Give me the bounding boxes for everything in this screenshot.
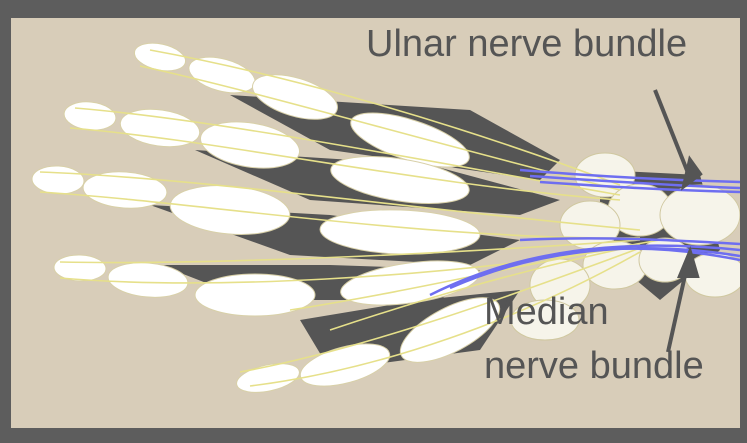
median-nerve-label-line1: Median: [484, 292, 609, 332]
ulnar-pointer-line: [655, 90, 690, 178]
median-nerve-label-line2: nerve bundle: [484, 346, 704, 386]
ulnar-nerve-label: Ulnar nerve bundle: [366, 24, 687, 64]
